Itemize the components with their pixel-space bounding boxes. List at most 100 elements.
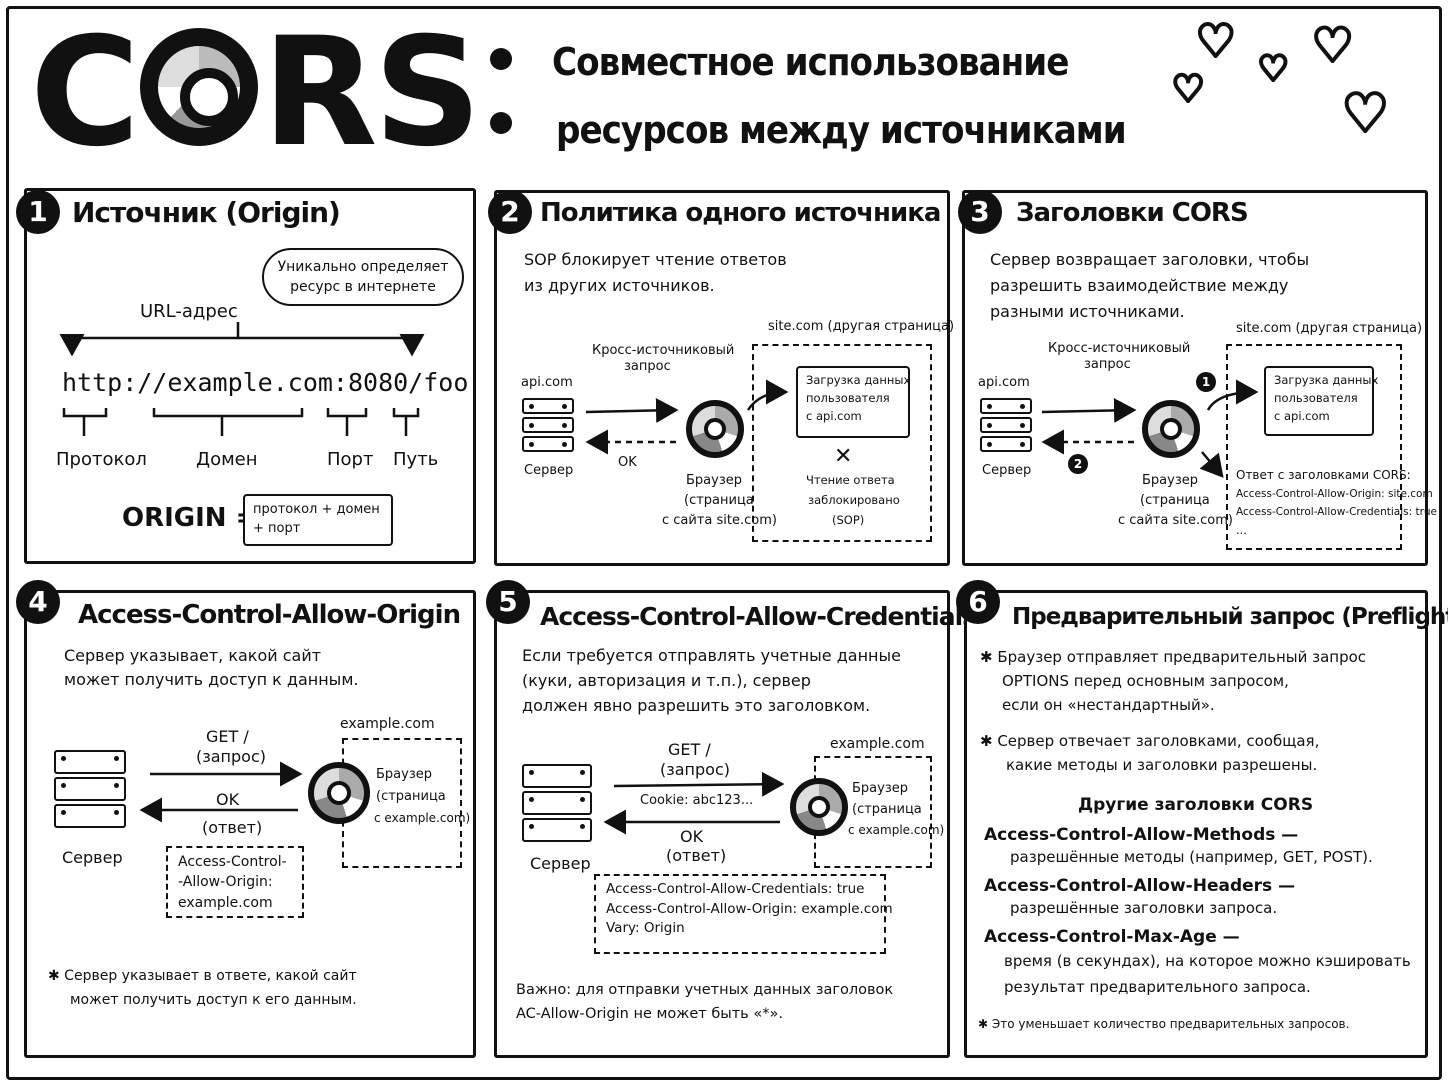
heart-icon: ♥ xyxy=(1340,84,1391,144)
load-line: с api.com xyxy=(806,408,862,423)
header-desc: разрешённые заголовки запроса. xyxy=(1010,899,1278,917)
panel-note: ✱ Сервер указывает в ответе, какой сайт xyxy=(48,968,357,984)
browser-label: (страница xyxy=(852,802,922,817)
browser-label: Браузер xyxy=(852,781,908,796)
site-label: site.com (другая страница) xyxy=(1236,321,1423,336)
speech-bubble: Уникально определяет ресурс в интернете xyxy=(262,248,464,306)
load-line: пользователя xyxy=(1274,390,1358,405)
important-note: AC-Allow-Origin не может быть «*». xyxy=(516,1006,783,1022)
load-box: Загрузка данных пользователя с api.com xyxy=(796,366,910,438)
panel-number-badge: 5 xyxy=(486,580,530,624)
browser-label: с example.com) xyxy=(848,823,945,837)
get-label: GET / xyxy=(206,727,249,746)
api-label: api.com xyxy=(978,375,1030,390)
get-label: (запрос) xyxy=(196,747,266,766)
server-label: Сервер xyxy=(62,848,123,867)
part-protocol: Протокол xyxy=(56,449,147,470)
cookie-label: Cookie: abc123... xyxy=(640,793,754,808)
header-name: Access-Control-Max-Age — xyxy=(984,927,1240,947)
panel-desc: из других источников. xyxy=(524,276,715,295)
panel-desc: разными источниками. xyxy=(990,302,1185,321)
url-example: http://example.com:8080/foo xyxy=(62,368,469,397)
step-badge: 1 xyxy=(1196,372,1216,392)
panel-preflight xyxy=(964,590,1428,1058)
example-label: example.com xyxy=(340,716,435,732)
heart-icon: ♥ xyxy=(1170,69,1206,110)
panel-title: Access-Control-Allow-Origin xyxy=(78,600,461,630)
browser-label: с сайта site.com) xyxy=(662,513,777,528)
server-label: Сервер xyxy=(982,463,1032,478)
heart-icon: ♥ xyxy=(1194,16,1237,67)
header-desc: результат предварительного запроса. xyxy=(1004,978,1311,996)
part-port: Порт xyxy=(327,449,374,470)
browser-label: (страница xyxy=(1140,493,1210,508)
server-icon xyxy=(54,750,126,831)
panel-title: Источник (Origin) xyxy=(72,196,341,229)
bullet-text: ✱ Сервер отвечает заголовками, сообщая, xyxy=(980,732,1320,750)
panel-desc: может получить доступ к данным. xyxy=(64,670,359,689)
panel-desc: (куки, авторизация и т.п.), сервер xyxy=(522,671,811,690)
panel-desc: должен явно разрешить это заголовком. xyxy=(522,696,871,715)
panel-title: Политика одного источника xyxy=(540,198,941,228)
header-line: Vary: Origin xyxy=(606,920,685,937)
response-header: Access-Control-Allow-Origin: site.com xyxy=(1236,488,1433,500)
header-line: Access-Control- xyxy=(178,854,287,870)
panel-number-badge: 2 xyxy=(488,190,532,234)
page-frame xyxy=(6,6,1442,1080)
blocked-x-icon: ✕ xyxy=(834,444,853,469)
ok-label: (ответ) xyxy=(666,846,727,865)
origin-label: ORIGIN = xyxy=(122,503,258,533)
header-desc: время (в секундах), на которое можно кэш… xyxy=(1004,952,1411,970)
browser-icon xyxy=(686,400,744,458)
load-line: с api.com xyxy=(1274,408,1330,423)
panel-note: может получить доступ к его данным. xyxy=(70,992,357,1008)
browser-label: с сайта site.com) xyxy=(1118,513,1233,528)
cross-label: Кросс-источниковый xyxy=(1048,341,1191,356)
panel-title: Заголовки CORS xyxy=(1016,198,1249,228)
site-label: site.com (другая страница) xyxy=(768,319,955,334)
bullet-text: OPTIONS перед основным запросом, xyxy=(1002,672,1289,690)
header-line: example.com xyxy=(178,894,273,911)
load-line: пользователя xyxy=(806,390,890,405)
get-label: GET / xyxy=(668,740,711,759)
site-page-frame xyxy=(1226,344,1402,550)
step-badge: 2 xyxy=(1068,454,1088,474)
browser-ring-icon xyxy=(140,28,259,146)
panel-desc: Если требуется отправлять учетные данные xyxy=(522,646,901,665)
title-line-1: Совместное использование xyxy=(552,40,1069,84)
header-name: Access-Control-Allow-Methods — xyxy=(984,825,1299,845)
browser-label: с example.com) xyxy=(374,811,471,825)
panel-allow-credentials xyxy=(494,590,950,1058)
header-box: Access-Control-Allow-Credentials: true A… xyxy=(594,874,893,954)
heart-icon: ♥ xyxy=(1310,18,1355,72)
browser-icon xyxy=(1142,400,1200,458)
panel-number-badge: 1 xyxy=(16,190,60,234)
browser-label: Браузер xyxy=(686,473,742,488)
blocked-label: (SOP) xyxy=(832,513,865,527)
get-label: (запрос) xyxy=(660,760,730,779)
browser-icon xyxy=(790,778,848,836)
header-line: Access-Control-Allow-Origin: example.com xyxy=(606,900,893,917)
ok-label: OK xyxy=(680,827,704,846)
api-label: api.com xyxy=(521,375,573,390)
panel-number-badge: 4 xyxy=(16,580,60,624)
response-header: ... xyxy=(1236,523,1247,537)
server-icon xyxy=(522,764,592,845)
footnote: ✱ Это уменьшает количество предварительн… xyxy=(978,1017,1350,1031)
cross-label: Кросс-источниковый xyxy=(592,343,735,358)
site-page-frame xyxy=(752,344,932,542)
part-path: Путь xyxy=(393,449,439,470)
browser-icon xyxy=(308,762,370,824)
other-headers-title: Другие заголовки CORS xyxy=(1078,795,1314,815)
browser-label: Браузер xyxy=(1142,473,1198,488)
bullet-text: какие методы и заголовки разрешены. xyxy=(1006,756,1318,774)
panel-desc: SOP блокирует чтение ответов xyxy=(524,250,787,269)
header-desc: разрешённые методы (например, GET, POST)… xyxy=(1010,848,1373,866)
bullet-text: ✱ Браузер отправляет предварительный зап… xyxy=(980,648,1367,666)
response-title: Ответ с заголовками CORS: xyxy=(1236,468,1411,482)
header-name: Access-Control-Allow-Headers — xyxy=(984,876,1296,896)
panel-number-badge: 3 xyxy=(958,190,1002,234)
bullet-text: если он «нестандартный». xyxy=(1002,696,1215,714)
colon-mark xyxy=(490,48,516,168)
